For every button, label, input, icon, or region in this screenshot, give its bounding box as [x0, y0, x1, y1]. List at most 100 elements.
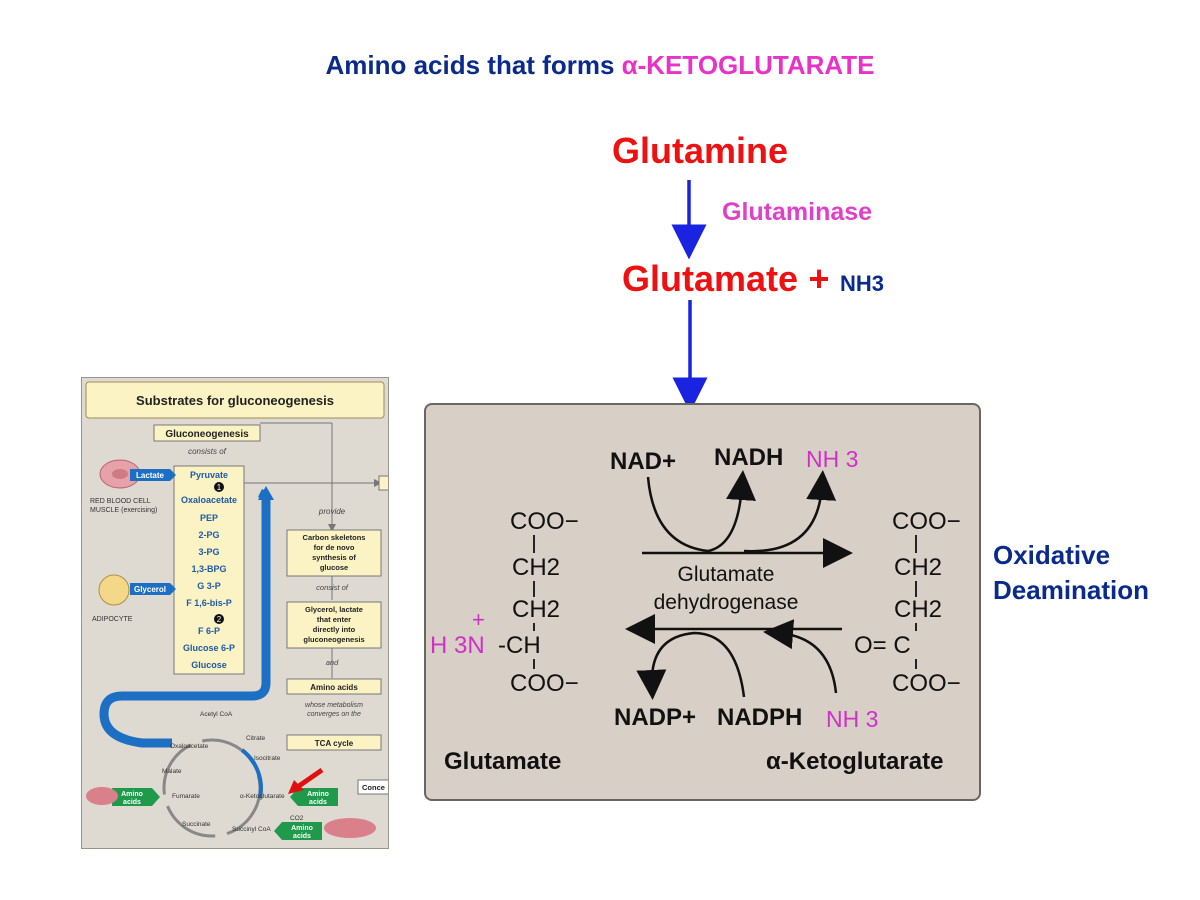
fig-step: Pyruvate [190, 470, 228, 480]
plus-sign: + [808, 258, 830, 299]
fig-pathway-steps: Pyruvate Oxaloacetate PEP 2-PG 3-PG 1,3-… [181, 470, 237, 670]
fig-red-pointer [294, 767, 324, 791]
fig-citrate: Citrate [246, 735, 266, 742]
svg-text:that enter: that enter [317, 615, 351, 624]
fig-marker-1 [214, 482, 224, 492]
glu-ch2-b: CH2 [512, 596, 560, 623]
glu-coo-bottom: COO− [510, 670, 579, 697]
fig-step: G 3-P [197, 581, 221, 591]
glutamate-structure: COO− CH2 CH2 H 3N + -CH COO− [430, 508, 579, 697]
fig-adipocyte-icon [98, 574, 130, 606]
fig-amino-acids: Amino acids [310, 683, 358, 692]
fig-succinyl-coa: Succinyl CoA [232, 826, 271, 833]
glutaminase-label: Glutaminase [722, 198, 873, 226]
fig-marker-2 [214, 614, 224, 624]
svg-text:Carbon skeletons: Carbon skeletons [303, 533, 366, 542]
fig-blue-arrowhead [258, 486, 274, 500]
fig-carbon-box [286, 529, 382, 577]
svg-text:gluconeogenesis: gluconeogenesis [303, 635, 364, 644]
svg-text:Amino: Amino [121, 791, 143, 798]
akg-coo-top: COO− [892, 508, 961, 535]
ketoglutarate-structure-label: α-Ketoglutarate [766, 748, 943, 775]
svg-text:glucose: glucose [320, 563, 348, 572]
fig-tca-box [286, 734, 382, 751]
fig-ketoglutarate: α-Ketoglutarate [240, 793, 285, 800]
fig-gluconeogenesis-box [153, 424, 261, 442]
akg-coo-bottom: COO− [892, 670, 961, 697]
nh3-top-label: NH 3 [806, 446, 858, 472]
akg-ch2-a: CH2 [894, 554, 942, 581]
fig-consist-of: consist of [316, 583, 349, 592]
gluconeogenesis-diagram: Substrates for gluconeogenesis Gluconeog… [85, 381, 388, 840]
fig-step: F 1,6-bis-P [186, 598, 232, 608]
fig-concept-box [357, 779, 388, 795]
fig-pathway-box [173, 465, 245, 675]
fig-glycerol-tag [130, 583, 170, 595]
reaction-diagram: NAD+ NADH NH 3 Glutamate dehydrogenase N… [430, 444, 961, 775]
fig-step: PEP [200, 513, 218, 523]
fig-amino-box [286, 678, 382, 695]
fig-gluconeogenesis-title: Gluconeogenesis [165, 429, 249, 440]
svg-text:for de novo: for de novo [314, 543, 355, 552]
glutamate-structure-label: Glutamate [444, 748, 561, 775]
fig-tca-cycle: TCA cycle [315, 739, 354, 748]
fig-tca-cycle-diagram: Acetyl CoA Citrate Isocitrate Oxaloaceta… [162, 711, 304, 838]
fig-amino-tag-left [112, 788, 152, 806]
fig-blue-return-arrow [99, 488, 271, 748]
oxidative-label: Oxidative [993, 540, 1111, 570]
fig-marker-2-label: 2 [217, 615, 222, 624]
fig-header: Substrates for gluconeogenesis [136, 393, 334, 408]
title-highlight: α-KETOGLUTARATE [621, 50, 875, 80]
nadp-label: NADP+ [614, 704, 696, 731]
fig-glycerol-box [286, 601, 382, 649]
nadph-label: NADPH [717, 704, 802, 731]
svg-text:synthesis of: synthesis of [312, 553, 356, 562]
nh3-uptake-curve [763, 619, 838, 694]
fig-step: 3-PG [198, 547, 219, 557]
svg-text:directly into: directly into [313, 625, 356, 634]
svg-text:acids: acids [123, 799, 141, 806]
enzyme-line2: dehydrogenase [654, 591, 799, 614]
fig-malate: Malate [162, 768, 182, 775]
fig-marker-1-label: 1 [217, 483, 222, 492]
fig-step: F 6-P [198, 626, 220, 636]
svg-text:acids: acids [293, 833, 311, 840]
reaction-panel: NAD+ NADH NH 3 Glutamate dehydrogenase N… [424, 403, 981, 801]
enzyme-line1: Glutamate [678, 563, 775, 586]
fig-lactate-tag [130, 469, 170, 481]
akg-carbonyl: O= C [854, 632, 911, 659]
fig-rbc-label: RED BLOOD CELL [90, 498, 151, 505]
gluconeogenesis-figure: Substrates for gluconeogenesis Gluconeog… [81, 377, 389, 849]
fig-isocitrate: Isocitrate [254, 755, 281, 762]
fig-co2: CO2 [290, 815, 304, 822]
fig-step: Glucose 6-P [183, 643, 235, 653]
svg-text:Amino: Amino [291, 825, 313, 832]
nadh-label: NADH [714, 444, 783, 471]
fig-concept: Conce [362, 783, 385, 792]
nadp-curve [636, 631, 746, 700]
svg-text:Glycerol, lactate: Glycerol, lactate [305, 605, 363, 614]
fig-glycerol: Glycerol [134, 585, 166, 594]
glu-amine: H 3N [430, 632, 485, 659]
glu-coo-top: COO− [510, 508, 579, 535]
ammonia-label: NH3 [839, 271, 884, 296]
nad-label: NAD+ [610, 448, 676, 475]
svg-text:Amino: Amino [307, 791, 329, 798]
fig-amino-tag-right [298, 788, 338, 806]
fig-consists-of: consists of [188, 447, 227, 456]
fig-muscle-label: MUSCLE (exercising) [90, 507, 157, 514]
ketoglutarate-structure: COO− CH2 CH2 O= C COO− [854, 508, 961, 697]
fig-acetyl-coa: Acetyl CoA [200, 711, 233, 718]
fig-step: 2-PG [198, 530, 219, 540]
fig-oxaloacetate: Oxaloacetate [170, 743, 209, 750]
fig-step: Glucose [191, 660, 227, 670]
fig-step: 1,3-BPG [191, 564, 226, 574]
fig-header-box [85, 381, 385, 419]
nad-curve [646, 470, 756, 553]
glutamate-line: Glutamate + NH3 [622, 258, 884, 300]
deamination-label: Deamination [993, 575, 1150, 605]
fig-lactate: Lactate [136, 471, 165, 480]
glu-amine-charge: + [472, 607, 485, 632]
title-prefix: Amino acids that forms [325, 50, 622, 80]
